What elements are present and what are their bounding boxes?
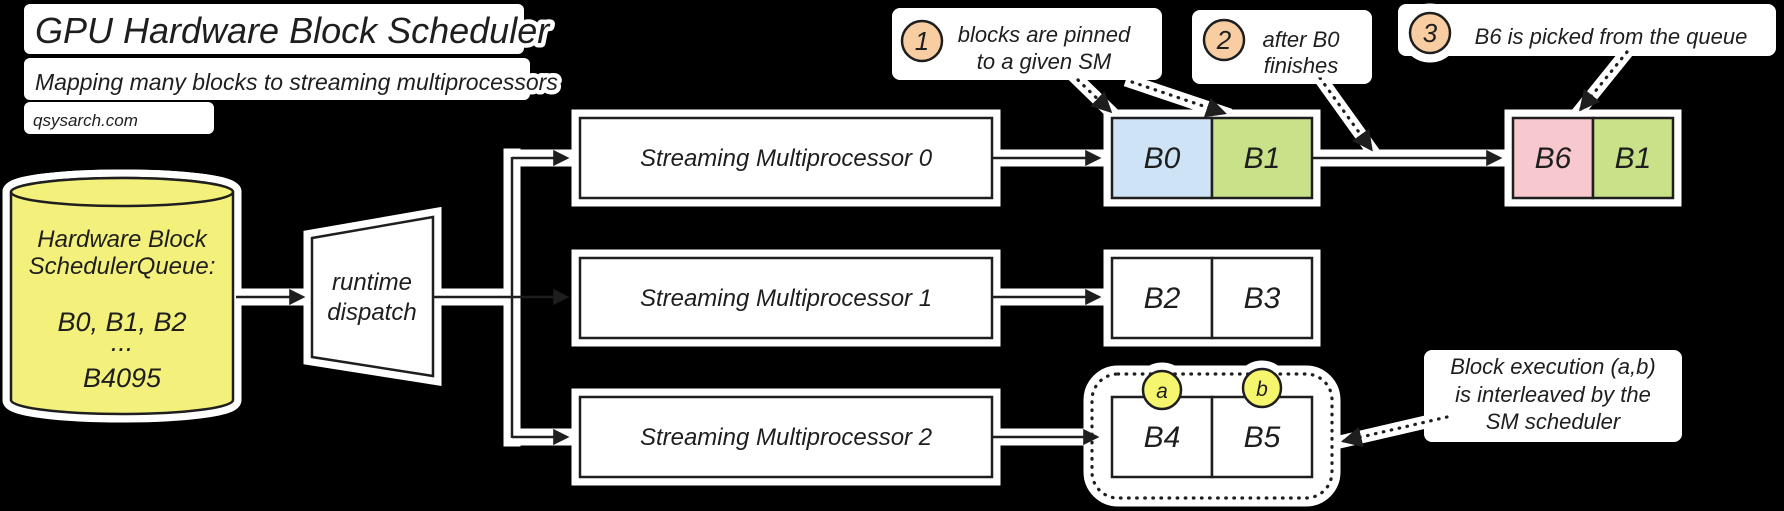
queue-cylinder: Hardware Block SchedulerQueue: B0, B1, B… [9, 176, 235, 416]
callout-3-text: B6 is picked from the queue [1475, 24, 1748, 49]
sm2-blocks: B4 B5 [1110, 395, 1314, 479]
callout-2-text-line2: finishes [1264, 53, 1339, 78]
block-b1-next-label: B1 [1615, 142, 1652, 175]
slot-b-circle [1241, 367, 1283, 409]
block-b6 [1511, 116, 1595, 200]
header: GPU Hardware Block Scheduler Mapping man… [29, 6, 563, 135]
sm0-label: Streaming Multiprocessor 0 [640, 145, 933, 172]
callout-3: 3 B6 is picked from the queue [1408, 11, 1752, 55]
block-b4-label: B4 [1144, 421, 1181, 454]
sm1-blocks: B2 B3 [1110, 256, 1314, 340]
block-b5 [1210, 395, 1314, 479]
callout-2-text-line1: after B0 [1262, 27, 1340, 52]
dotted-arrow-pinned-b1 [1130, 80, 1227, 118]
runtime-dispatch: runtime dispatch [310, 215, 435, 378]
dispatch-fanout-trunk [433, 157, 514, 438]
callout-arrows [1076, 50, 1629, 448]
interleave-text-line3: SM scheduler [1486, 409, 1622, 434]
sm0-blocks: B0 B1 [1110, 116, 1314, 200]
slot-a-circle [1141, 369, 1183, 411]
dispatch-label-line2: dispatch [327, 299, 416, 326]
sm0-box [578, 116, 994, 200]
block-b1-next [1591, 116, 1675, 200]
sm2-label: Streaming Multiprocessor 2 [640, 424, 932, 451]
flow-lines [236, 149, 1503, 446]
callout-2-number: 2 [1216, 25, 1232, 55]
callout-2-badge [1202, 18, 1246, 62]
slot-b-label: b [1256, 378, 1268, 401]
callout-1-text-line1: blocks are pinned [958, 22, 1131, 47]
block-b6-label: B6 [1535, 142, 1572, 175]
slot-markers: a b [1141, 367, 1283, 411]
slot-a-label: a [1156, 380, 1168, 403]
callout-2: 2 after B0 finishes [1202, 18, 1345, 83]
dotted-arrow-after-b0 [1318, 76, 1373, 152]
callout-1: 1 blocks are pinned to a given SM [900, 18, 1135, 79]
block-b0 [1110, 116, 1214, 200]
block-b1-label: B1 [1244, 142, 1281, 175]
page-subtitle: Mapping many blocks to streaming multipr… [35, 69, 558, 95]
callout-3-number: 3 [1423, 18, 1438, 48]
dotted-arrow-pinned-b0 [1076, 78, 1113, 114]
callout-3-badge [1408, 11, 1452, 55]
queue-title-line1: Hardware Block [37, 226, 208, 253]
page-title: GPU Hardware Block Scheduler [35, 10, 551, 51]
interleave-note: Block execution (a,b) is interleaved by … [1446, 350, 1660, 439]
sm1-label: Streaming Multiprocessor 1 [640, 285, 932, 312]
queue-row1: B0, B1, B2 [57, 307, 186, 337]
queue-row3: B4095 [83, 363, 162, 393]
block-b4 [1110, 395, 1214, 479]
site-watermark: qsysarch.com [33, 111, 138, 130]
block-b1 [1210, 116, 1314, 200]
block-b2 [1110, 256, 1214, 340]
queue-ellipsis: ... [111, 327, 134, 357]
block-b3-label: B3 [1244, 282, 1281, 315]
interleave-text-line1: Block execution (a,b) [1450, 354, 1655, 379]
block-b3 [1210, 256, 1314, 340]
sm1-box [578, 256, 994, 340]
callout-1-badge [900, 19, 944, 63]
block-b5-label: B5 [1244, 421, 1281, 454]
sm0-blocks-next: B6 B1 [1511, 116, 1675, 200]
callout-1-number: 1 [915, 26, 929, 56]
cylinder-top [9, 176, 235, 208]
dispatch-label-line1: runtime [332, 269, 412, 296]
dotted-arrow-interleave [1340, 415, 1449, 448]
sm2-box [578, 395, 994, 479]
dispatch-trapezoid [310, 215, 435, 378]
queue-title-line2: SchedulerQueue: [29, 253, 216, 280]
interleave-text-line2: is interleaved by the [1455, 382, 1651, 407]
block-b0-label: B0 [1144, 142, 1181, 175]
block-b2-label: B2 [1144, 282, 1181, 315]
callout-1-text-line2: to a given SM [977, 49, 1112, 74]
sm-boxes: Streaming Multiprocessor 0 Streaming Mul… [578, 116, 994, 479]
